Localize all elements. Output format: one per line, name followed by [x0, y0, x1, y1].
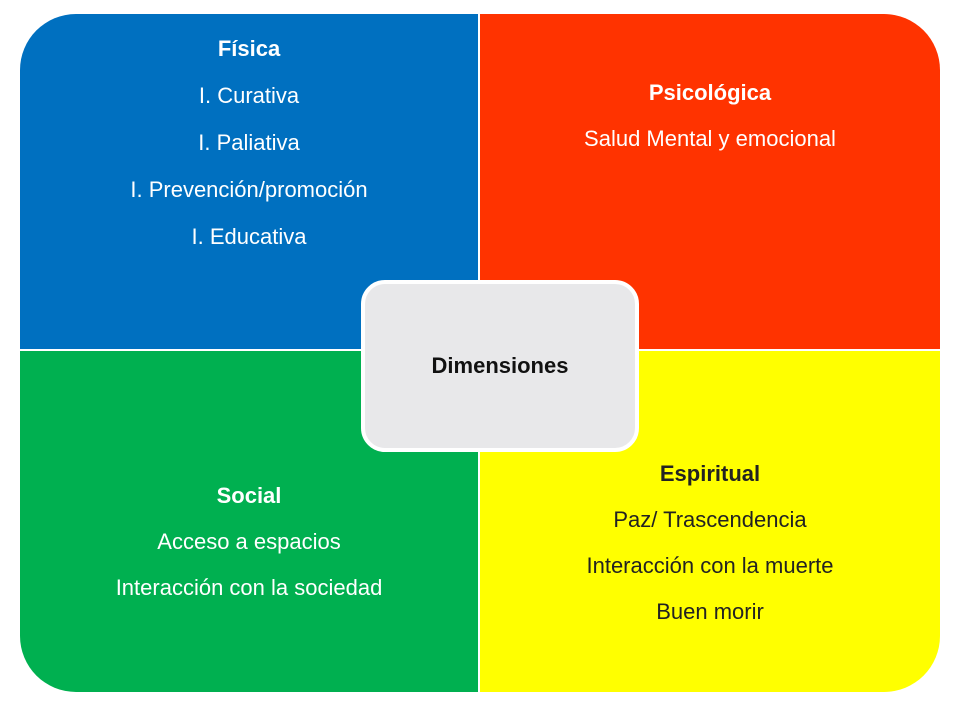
quadrant-line: Interacción con la muerte: [586, 553, 834, 578]
quadrant-title: Psicológica: [648, 80, 772, 105]
quadrant-line: Buen morir: [656, 599, 764, 624]
quadrant-line: Interacción con la sociedad: [115, 575, 383, 600]
quadrant-line: I. Prevención/promoción: [130, 177, 368, 202]
quadrant-title: Espiritual: [659, 461, 761, 486]
dimensions-matrix: Física I. Curativa I. Paliativa I. Preve…: [20, 14, 940, 692]
quadrant-line: Paz/ Trascendencia: [613, 507, 807, 532]
quadrant-line: Acceso a espacios: [157, 529, 341, 554]
quadrant-line: I. Curativa: [198, 83, 300, 108]
center-label: Dimensiones: [361, 280, 639, 452]
quadrant-line: I. Educativa: [191, 224, 307, 249]
quadrant-title: Física: [217, 36, 281, 61]
quadrant-line: Salud Mental y emocional: [584, 126, 836, 151]
quadrant-title: Social: [216, 483, 282, 508]
quadrant-fisica: Física I. Curativa I. Paliativa I. Preve…: [20, 14, 480, 351]
quadrant-line: I. Paliativa: [198, 130, 300, 155]
quadrant-social: Social Acceso a espacios Interacción con…: [20, 351, 480, 692]
